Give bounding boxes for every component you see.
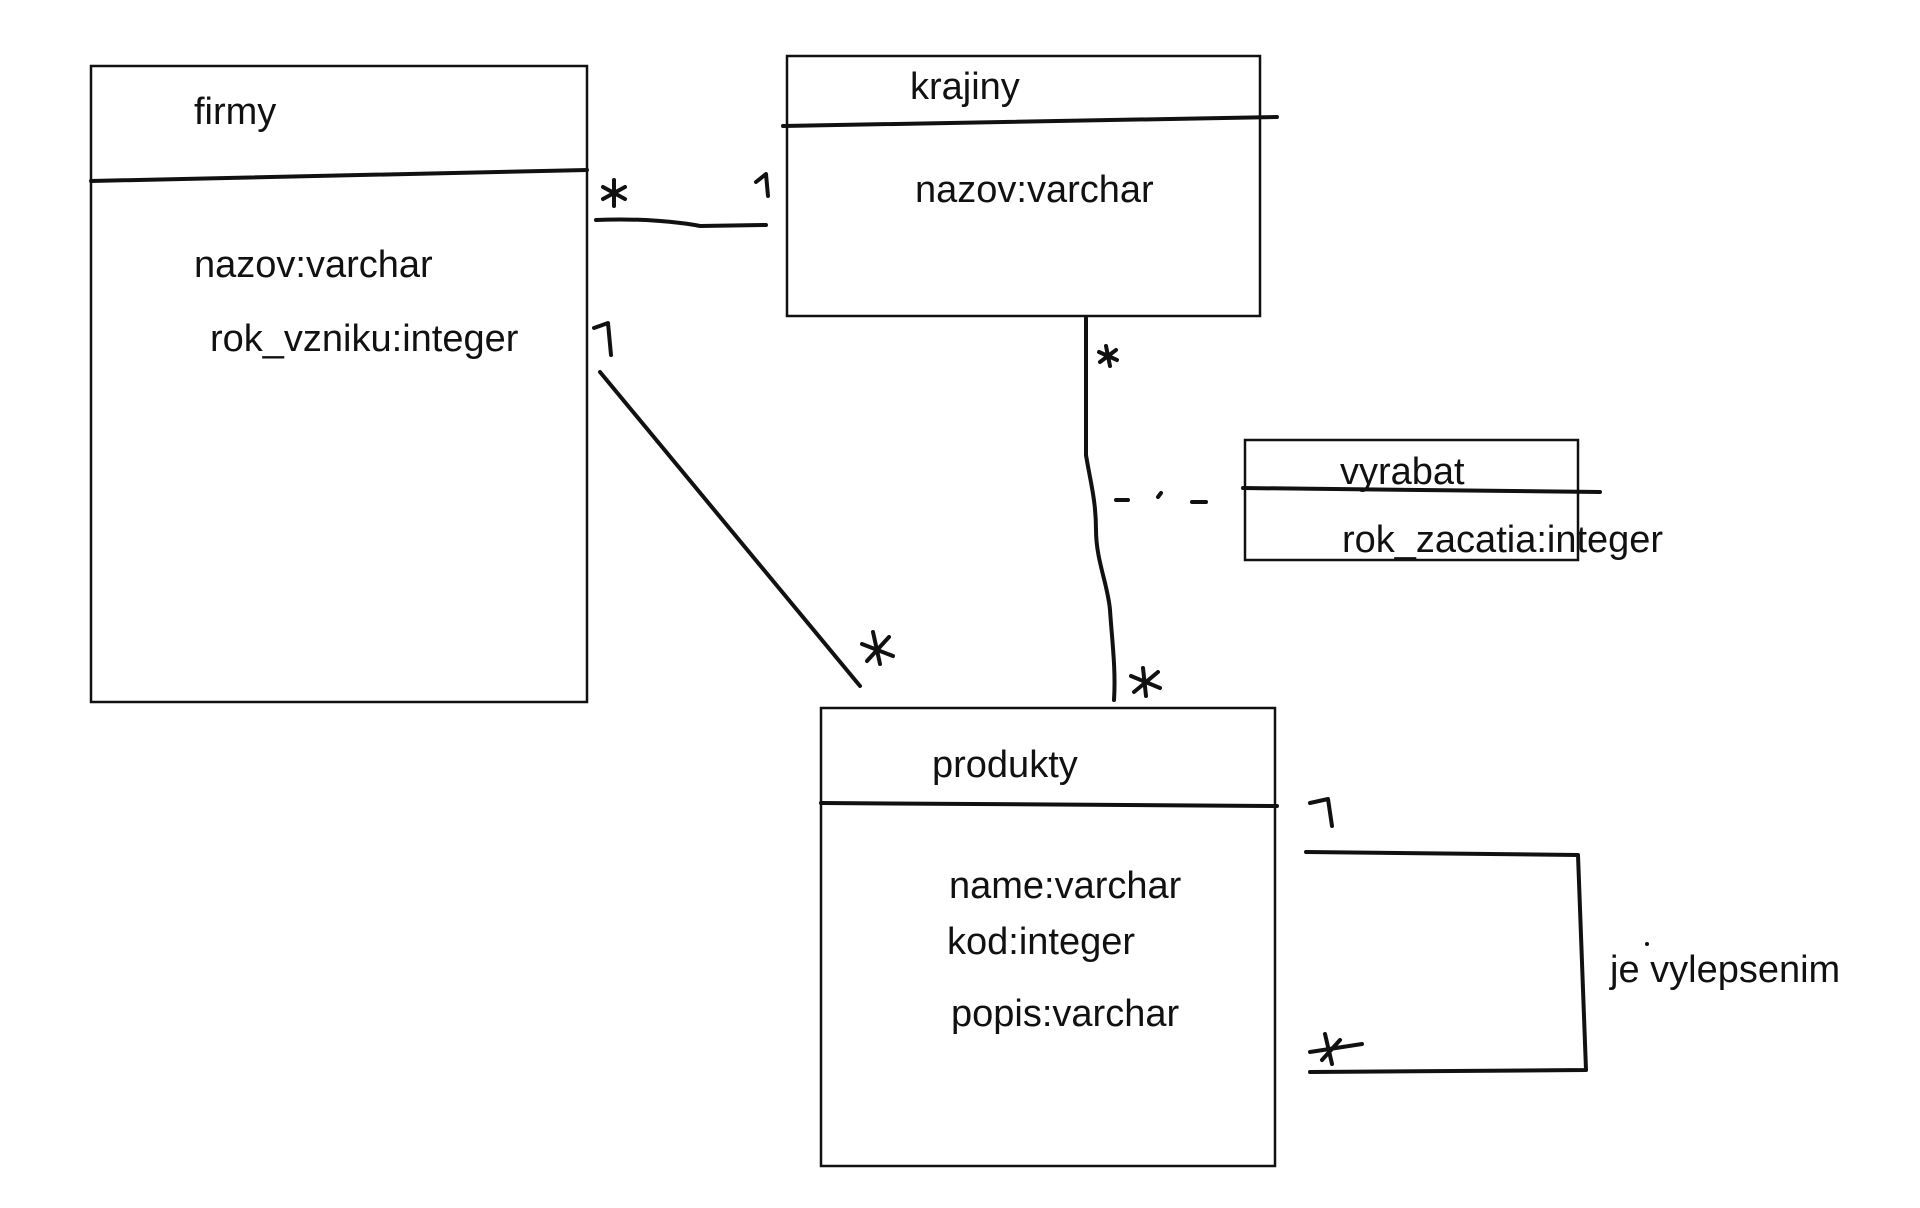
entity-krajiny-divider <box>781 115 1279 128</box>
entity-vyrabat-attribute: rok_zacatia:integer <box>1342 519 1663 561</box>
entity-produkty: produkty name:varchar kod:integer popis:… <box>819 706 1279 1168</box>
entity-vyrabat-box <box>1243 438 1580 562</box>
entity-firmy: firmy nazov:varchar rok_vzniku:integer <box>89 64 589 704</box>
entity-firmy-attribute: nazov:varchar <box>194 244 433 286</box>
entity-produkty-box <box>819 706 1277 1168</box>
relationship-firmy-krajiny <box>594 172 770 228</box>
relationship-krajiny-produkty <box>1084 316 1208 702</box>
entity-vyrabat-divider <box>1241 486 1602 494</box>
stray-dot <box>1645 942 1649 946</box>
entity-firmy-attribute: rok_vzniku:integer <box>210 318 519 360</box>
multiplicity-many-marker <box>860 630 895 666</box>
multiplicity-many-marker <box>1129 666 1162 698</box>
association-line <box>594 217 768 228</box>
association-class-connector <box>1114 491 1208 504</box>
entity-produkty-attribute: name:varchar <box>949 865 1182 907</box>
multiplicity-many-marker <box>1308 1032 1364 1066</box>
entity-krajiny-attribute: nazov:varchar <box>915 169 1154 211</box>
entity-firmy-box <box>89 64 589 704</box>
association-line <box>598 370 862 688</box>
entity-produkty-attribute: popis:varchar <box>951 993 1179 1035</box>
entity-firmy-divider <box>89 168 589 183</box>
entity-firmy-title: firmy <box>194 91 276 133</box>
association-class-vyrabat: vyrabat rok_zacatia:integer <box>1241 438 1663 562</box>
entity-produkty-title: produkty <box>932 744 1078 786</box>
entity-produkty-divider <box>819 801 1279 808</box>
entity-vyrabat-title: vyrabat <box>1340 451 1465 493</box>
entity-krajiny: krajiny nazov:varchar <box>781 54 1279 318</box>
association-line <box>1304 850 1588 1074</box>
multiplicity-one-marker <box>754 172 770 198</box>
relationship-produkty-self: je vylepsenim <box>1304 797 1840 1074</box>
association-line <box>1084 316 1117 702</box>
relationship-firmy-produkty <box>592 321 895 688</box>
relationship-label: je vylepsenim <box>1609 949 1840 991</box>
multiplicity-many-marker <box>601 178 627 208</box>
multiplicity-one-marker <box>1308 797 1334 828</box>
entity-krajiny-box <box>785 54 1262 318</box>
entity-krajiny-title: krajiny <box>910 66 1020 108</box>
entity-produkty-attribute: kod:integer <box>947 921 1135 963</box>
multiplicity-one-marker <box>592 321 613 357</box>
multiplicity-many-marker <box>1097 344 1119 368</box>
